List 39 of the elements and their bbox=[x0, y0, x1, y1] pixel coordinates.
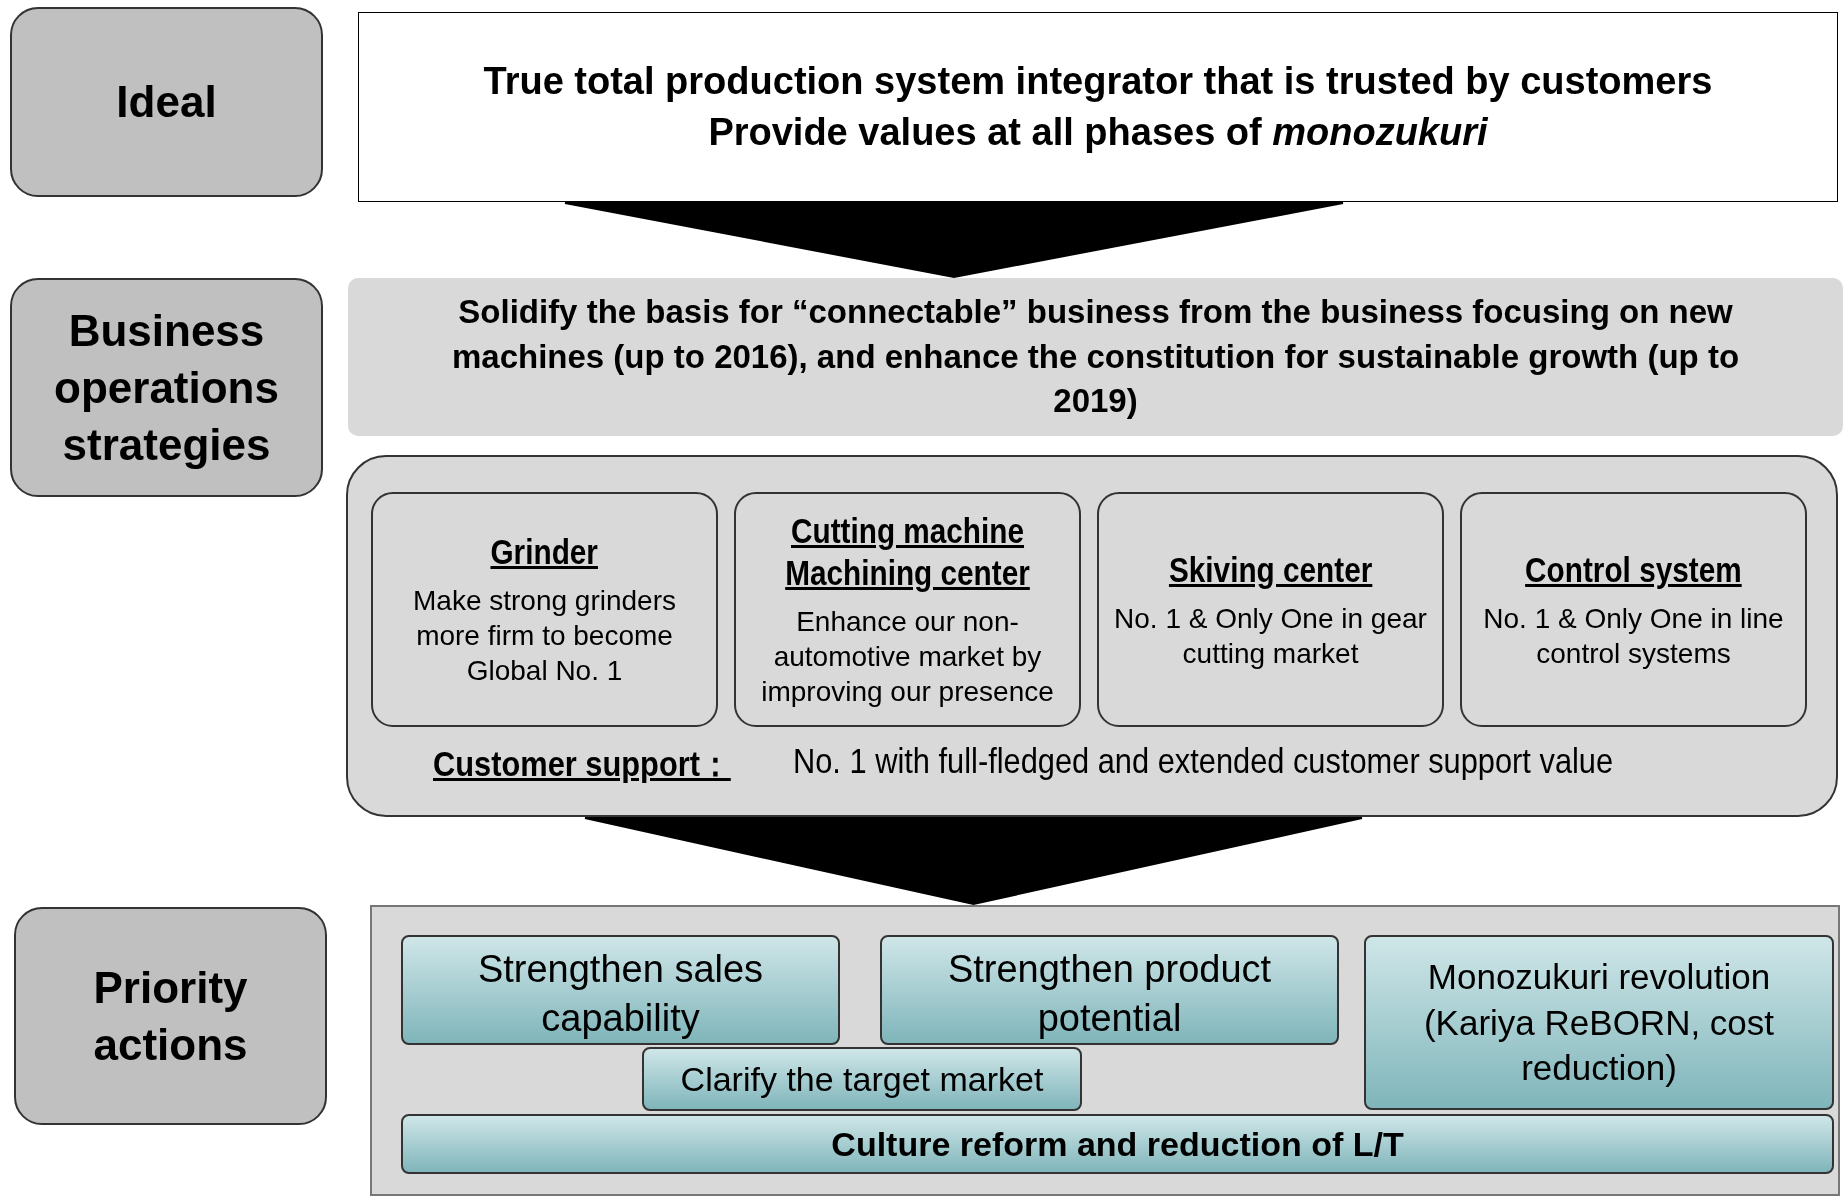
ideal-box bbox=[358, 12, 1838, 202]
heading: Grinder bbox=[490, 531, 599, 573]
description-text: No. 1 & Only One in line control systems bbox=[1482, 601, 1785, 671]
business-card bbox=[1097, 492, 1444, 727]
business-card bbox=[734, 492, 1081, 727]
row-label-box bbox=[14, 907, 327, 1125]
description-text: Make strong grinders more firm to become Global No. 1 bbox=[412, 584, 677, 688]
description-text: No. 1 with full-fledged and extended customer support value bbox=[793, 741, 1614, 781]
chevron-arrow bbox=[564, 202, 1344, 278]
chevron-arrow bbox=[584, 817, 1363, 906]
action-box bbox=[642, 1047, 1082, 1111]
action-box bbox=[1364, 935, 1834, 1110]
heading: Skiving center bbox=[1168, 548, 1373, 591]
heading: Customer support： bbox=[433, 743, 731, 785]
text: Monozukuri revolution (Kariya ReBORN, cost reduction) bbox=[1422, 956, 1776, 1090]
text: True total production system integrator that is trusted by customers bbox=[483, 58, 1713, 104]
text: Clarify the target market bbox=[680, 1058, 1044, 1100]
heading: Cutting machine Machining center bbox=[784, 510, 1031, 594]
row-label-box bbox=[10, 7, 323, 197]
heading: Control system bbox=[1525, 548, 1742, 591]
text: Strengthen sales capability bbox=[476, 947, 765, 1042]
action-box bbox=[401, 935, 840, 1045]
foundation-bar bbox=[401, 1114, 1834, 1174]
row-label: Business operations strategies bbox=[53, 304, 280, 472]
description-text: No. 1 & Only One in gear cutting market bbox=[1113, 601, 1428, 671]
text: Provide values at all phases of monozukuri bbox=[708, 110, 1488, 155]
action-box bbox=[880, 935, 1339, 1045]
text: Strengthen product potential bbox=[946, 947, 1273, 1042]
strategy-panel bbox=[346, 455, 1838, 817]
business-card bbox=[1460, 492, 1807, 727]
text: Solidify the basis for “connectable” business from the business focusing on new machines (up to 2016), and enhance the constitution for sustainable growth (up to 2019) bbox=[450, 292, 1741, 422]
row-label: Priority actions bbox=[92, 961, 249, 1071]
text: Culture reform and reduction of L/T bbox=[831, 1123, 1404, 1165]
row-label-box bbox=[10, 278, 323, 497]
row-label: Ideal bbox=[116, 76, 217, 129]
description-text: Enhance our non-automotive market by improving our presence bbox=[760, 605, 1055, 709]
business-card bbox=[371, 492, 718, 727]
actions-panel bbox=[370, 905, 1840, 1196]
strategy-band bbox=[348, 278, 1843, 436]
